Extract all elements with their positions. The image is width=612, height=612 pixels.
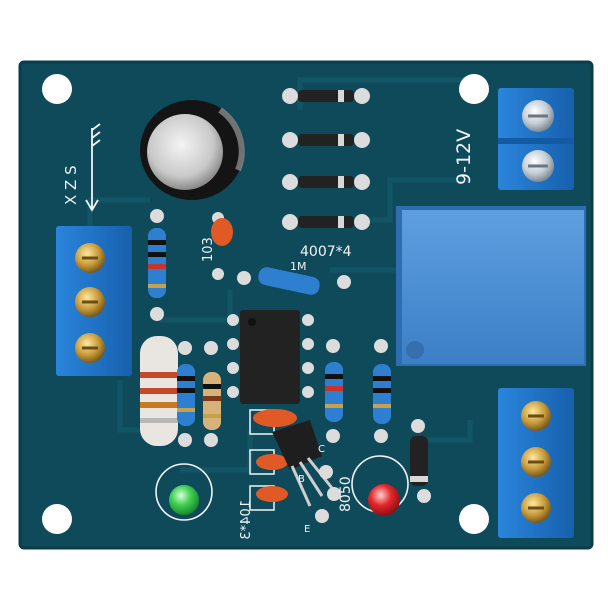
- pin-c-label: C: [318, 444, 325, 455]
- resistor-small-3: [325, 339, 343, 443]
- transistor: [272, 420, 341, 523]
- mount-hole-top-right: [459, 74, 489, 104]
- resistor-small-1: [177, 341, 195, 447]
- film-capacitor-103: [211, 212, 233, 280]
- xzs-label: X Z S: [62, 165, 80, 205]
- diode-row: [282, 88, 370, 230]
- cap-code-label: 103: [201, 237, 216, 262]
- diode-vertical: [410, 419, 431, 503]
- terminal-block-power: [498, 88, 574, 190]
- resistor-mark-label: 1M: [290, 260, 307, 273]
- ceramic-capacitors: [249, 409, 297, 511]
- xzs-marker: [85, 123, 101, 212]
- resistor-1m: [237, 267, 351, 295]
- led-green: [155, 463, 213, 521]
- electrolytic-capacitor: [140, 100, 245, 200]
- voltage-label: 9-12V: [453, 129, 475, 185]
- power-resistor: [140, 336, 178, 446]
- led-red: [351, 455, 409, 516]
- mount-hole-bottom-left: [42, 504, 72, 534]
- resistor-small-4: [373, 339, 391, 443]
- pin-e-label: E: [304, 524, 310, 535]
- mount-hole-top-left: [42, 74, 72, 104]
- ceramic-code-label: 104*3: [239, 500, 254, 540]
- transistor-code-label: 8050: [338, 476, 354, 512]
- terminal-block-output: [498, 388, 574, 538]
- resistor-small-2: [203, 341, 221, 447]
- pin-b-label: B: [298, 474, 305, 485]
- resistor: [148, 209, 166, 321]
- relay: [396, 206, 586, 366]
- mount-hole-bottom-right: [459, 504, 489, 534]
- terminal-block-sensor: [56, 226, 132, 376]
- ic-chip: [227, 310, 314, 404]
- diode-code-label: 4007*4: [300, 244, 352, 260]
